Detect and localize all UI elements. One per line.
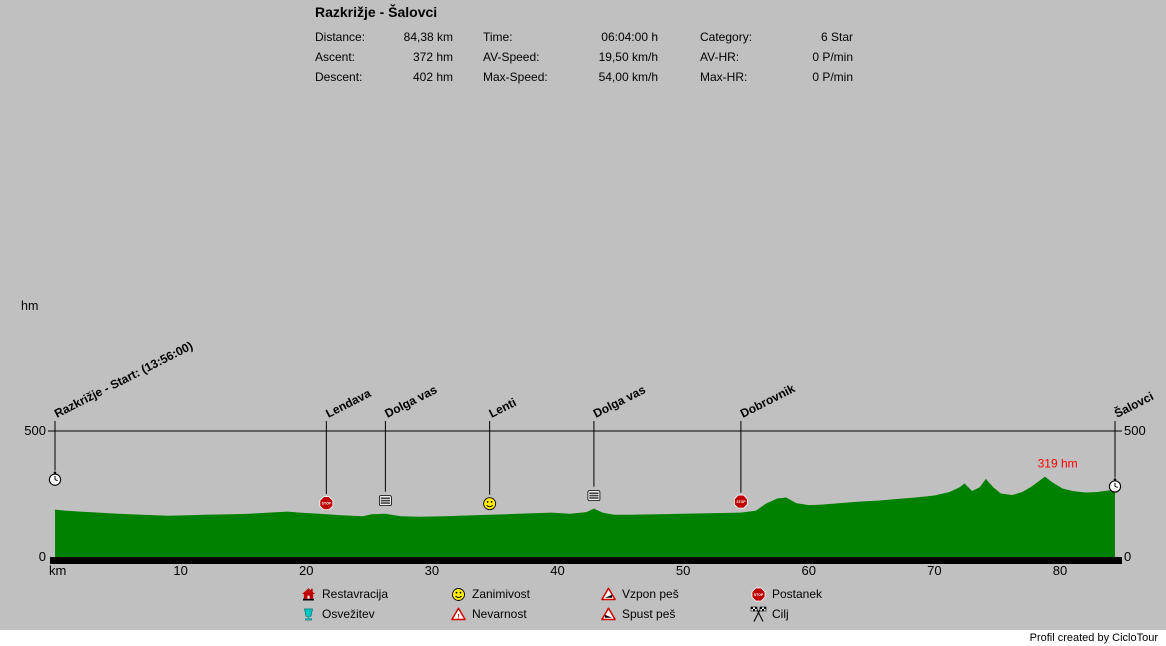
waypoint-label: Dolga vas xyxy=(382,382,439,420)
route-title: Razkrižje - Šalovci xyxy=(315,4,438,20)
x-axis-title: km xyxy=(49,563,66,578)
stat-value: 06:04:00 h xyxy=(601,30,658,44)
y-tick-label-right: 0 xyxy=(1124,549,1131,564)
legend-label: Spust peš xyxy=(622,607,676,621)
house-icon xyxy=(302,587,315,600)
stats-table: Distance: 84,38 km Ascent: 372 hm Descent: 40… xyxy=(315,29,853,89)
stat-value: 402 hm xyxy=(412,70,453,84)
smiley-icon xyxy=(452,587,465,601)
stat-value: 19,50 km/h xyxy=(598,50,658,64)
stat-label: Time: xyxy=(483,30,513,44)
waypoint-label: Šalovci xyxy=(1112,388,1156,420)
stat-row: AV-HR: 0 P/min xyxy=(700,49,853,69)
stat-label: AV-HR: xyxy=(700,50,740,64)
stat-value: 372 hm xyxy=(412,50,453,64)
x-tick-label: 70 xyxy=(927,563,941,578)
stat-row: Time: 06:04:00 h xyxy=(483,29,658,49)
stop-icon: STOP xyxy=(319,496,334,511)
x-tick-label: 20 xyxy=(299,563,313,578)
legend-label: Postanek xyxy=(772,587,823,601)
border-icon xyxy=(587,490,601,502)
flag-icon xyxy=(750,606,767,622)
stat-row: Ascent: 372 hm xyxy=(315,49,453,69)
svg-text:STOP: STOP xyxy=(322,502,332,506)
credit-text: Profil created by CicloTour xyxy=(1029,632,1158,644)
stat-value: 84,38 km xyxy=(403,30,453,44)
legend-item-flag: Cilj xyxy=(750,604,900,624)
legend-label: Zanimivost xyxy=(472,587,531,601)
y-axis-title: hm xyxy=(21,299,38,313)
stat-label: Descent: xyxy=(315,70,363,84)
stat-value: 0 P/min xyxy=(812,50,853,64)
stat-row: Max-Speed: 54,00 km/h xyxy=(483,69,658,89)
legend-item-house: Restavracija xyxy=(300,584,450,604)
x-tick-label: 40 xyxy=(550,563,564,578)
stat-row: Category: 6 Star xyxy=(700,29,853,49)
x-tick-label: 30 xyxy=(425,563,439,578)
stat-label: Ascent: xyxy=(315,50,356,64)
legend-item-refresh: Osvežitev xyxy=(300,604,450,624)
clock-icon xyxy=(48,471,62,486)
stop-icon: STOP xyxy=(751,587,766,601)
legend-item-danger: ! Nevarnost xyxy=(450,604,600,624)
stats-column-0: Distance: 84,38 km Ascent: 372 hm Descent: 40… xyxy=(315,29,453,89)
x-tick-label: 60 xyxy=(801,563,815,578)
legend-label: Cilj xyxy=(772,607,789,621)
stat-value: 6 Star xyxy=(820,30,853,44)
waypoint-label: Lenti xyxy=(487,395,519,420)
max-elevation-annotation: 319 hm xyxy=(1038,457,1078,471)
smiley-icon xyxy=(483,497,497,511)
svg-text:!: ! xyxy=(457,613,459,620)
stat-row: Distance: 84,38 km xyxy=(315,29,453,49)
x-axis-bar xyxy=(50,557,1122,564)
x-tick-label: 80 xyxy=(1053,563,1067,578)
waypoint-label: Razkrižje - Start: (13:56:00) xyxy=(52,339,195,421)
stat-label: Max-HR: xyxy=(700,70,748,84)
legend-label: Nevarnost xyxy=(472,607,527,621)
svg-text:STOP: STOP xyxy=(754,592,764,596)
y-tick-label-left: 500 xyxy=(24,423,46,438)
x-tick-label: 50 xyxy=(676,563,690,578)
border-icon xyxy=(378,495,392,507)
stat-value: 0 P/min xyxy=(812,70,853,84)
svg-text:STOP: STOP xyxy=(736,500,746,504)
y-tick-label-right: 500 xyxy=(1124,423,1146,438)
elevation-area xyxy=(55,476,1115,557)
waypoint-label: Dolga vas xyxy=(591,382,648,420)
waypoint-label: Dobrovnik xyxy=(738,381,798,421)
legend-item-stop: STOP Postanek xyxy=(750,584,900,604)
x-tick-label: 10 xyxy=(173,563,187,578)
legend-item-walk-down: Spust peš xyxy=(600,604,750,624)
stat-label: Max-Speed: xyxy=(483,70,548,84)
legend-label: Restavracija xyxy=(322,587,389,601)
clock-icon xyxy=(1108,478,1122,493)
footer: Profil created by CicloTour xyxy=(0,630,1166,646)
legend-item-smiley: Zanimivost xyxy=(450,584,600,604)
danger-icon: ! xyxy=(451,607,466,620)
walk-up-icon xyxy=(601,587,616,600)
legend-item-walk-up: Vzpon peš xyxy=(600,584,750,604)
waypoint-label: Lendava xyxy=(323,386,373,421)
legend-label: Osvežitev xyxy=(322,607,375,621)
refresh-icon xyxy=(304,608,313,620)
stat-label: Distance: xyxy=(315,30,366,44)
stat-value: 54,00 km/h xyxy=(598,70,658,84)
stat-row: Max-HR: 0 P/min xyxy=(700,69,853,89)
walk-down-icon xyxy=(601,607,616,620)
stat-label: AV-Speed: xyxy=(483,50,540,64)
stat-row: AV-Speed: 19,50 km/h xyxy=(483,49,658,69)
y-tick-label-left: 0 xyxy=(39,549,46,564)
stop-icon: STOP xyxy=(733,494,748,509)
stat-row: Descent: 402 hm xyxy=(315,69,453,89)
legend-label: Vzpon peš xyxy=(622,587,679,601)
stat-label: Category: xyxy=(700,30,753,44)
